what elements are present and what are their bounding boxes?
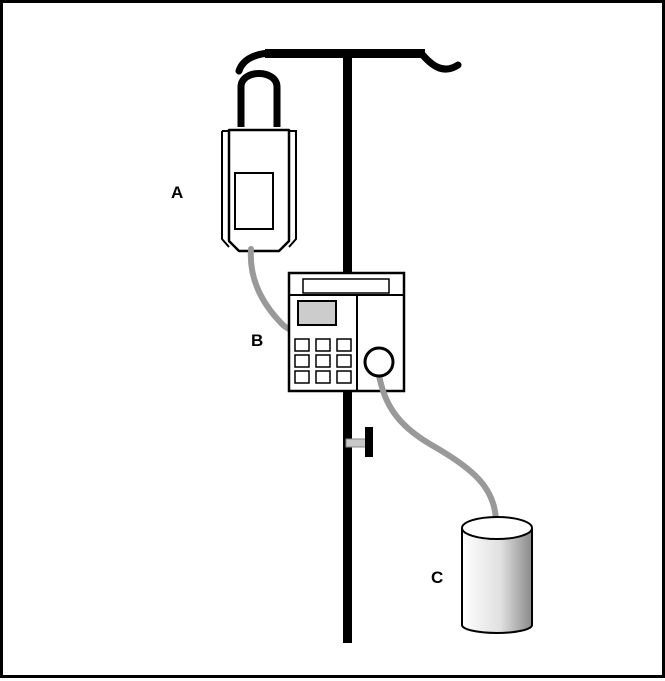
- iv-setup-diagram: [221, 49, 533, 643]
- iv-bag-icon: [221, 70, 297, 253]
- label-c: C: [431, 568, 444, 587]
- pump-knob: [363, 346, 395, 378]
- label-a: A: [171, 183, 184, 202]
- container-icon: [461, 516, 533, 634]
- tubing-lower: [376, 372, 499, 524]
- keypad: [294, 338, 352, 384]
- label-b: B: [251, 331, 264, 350]
- pole-clamp: [345, 427, 373, 457]
